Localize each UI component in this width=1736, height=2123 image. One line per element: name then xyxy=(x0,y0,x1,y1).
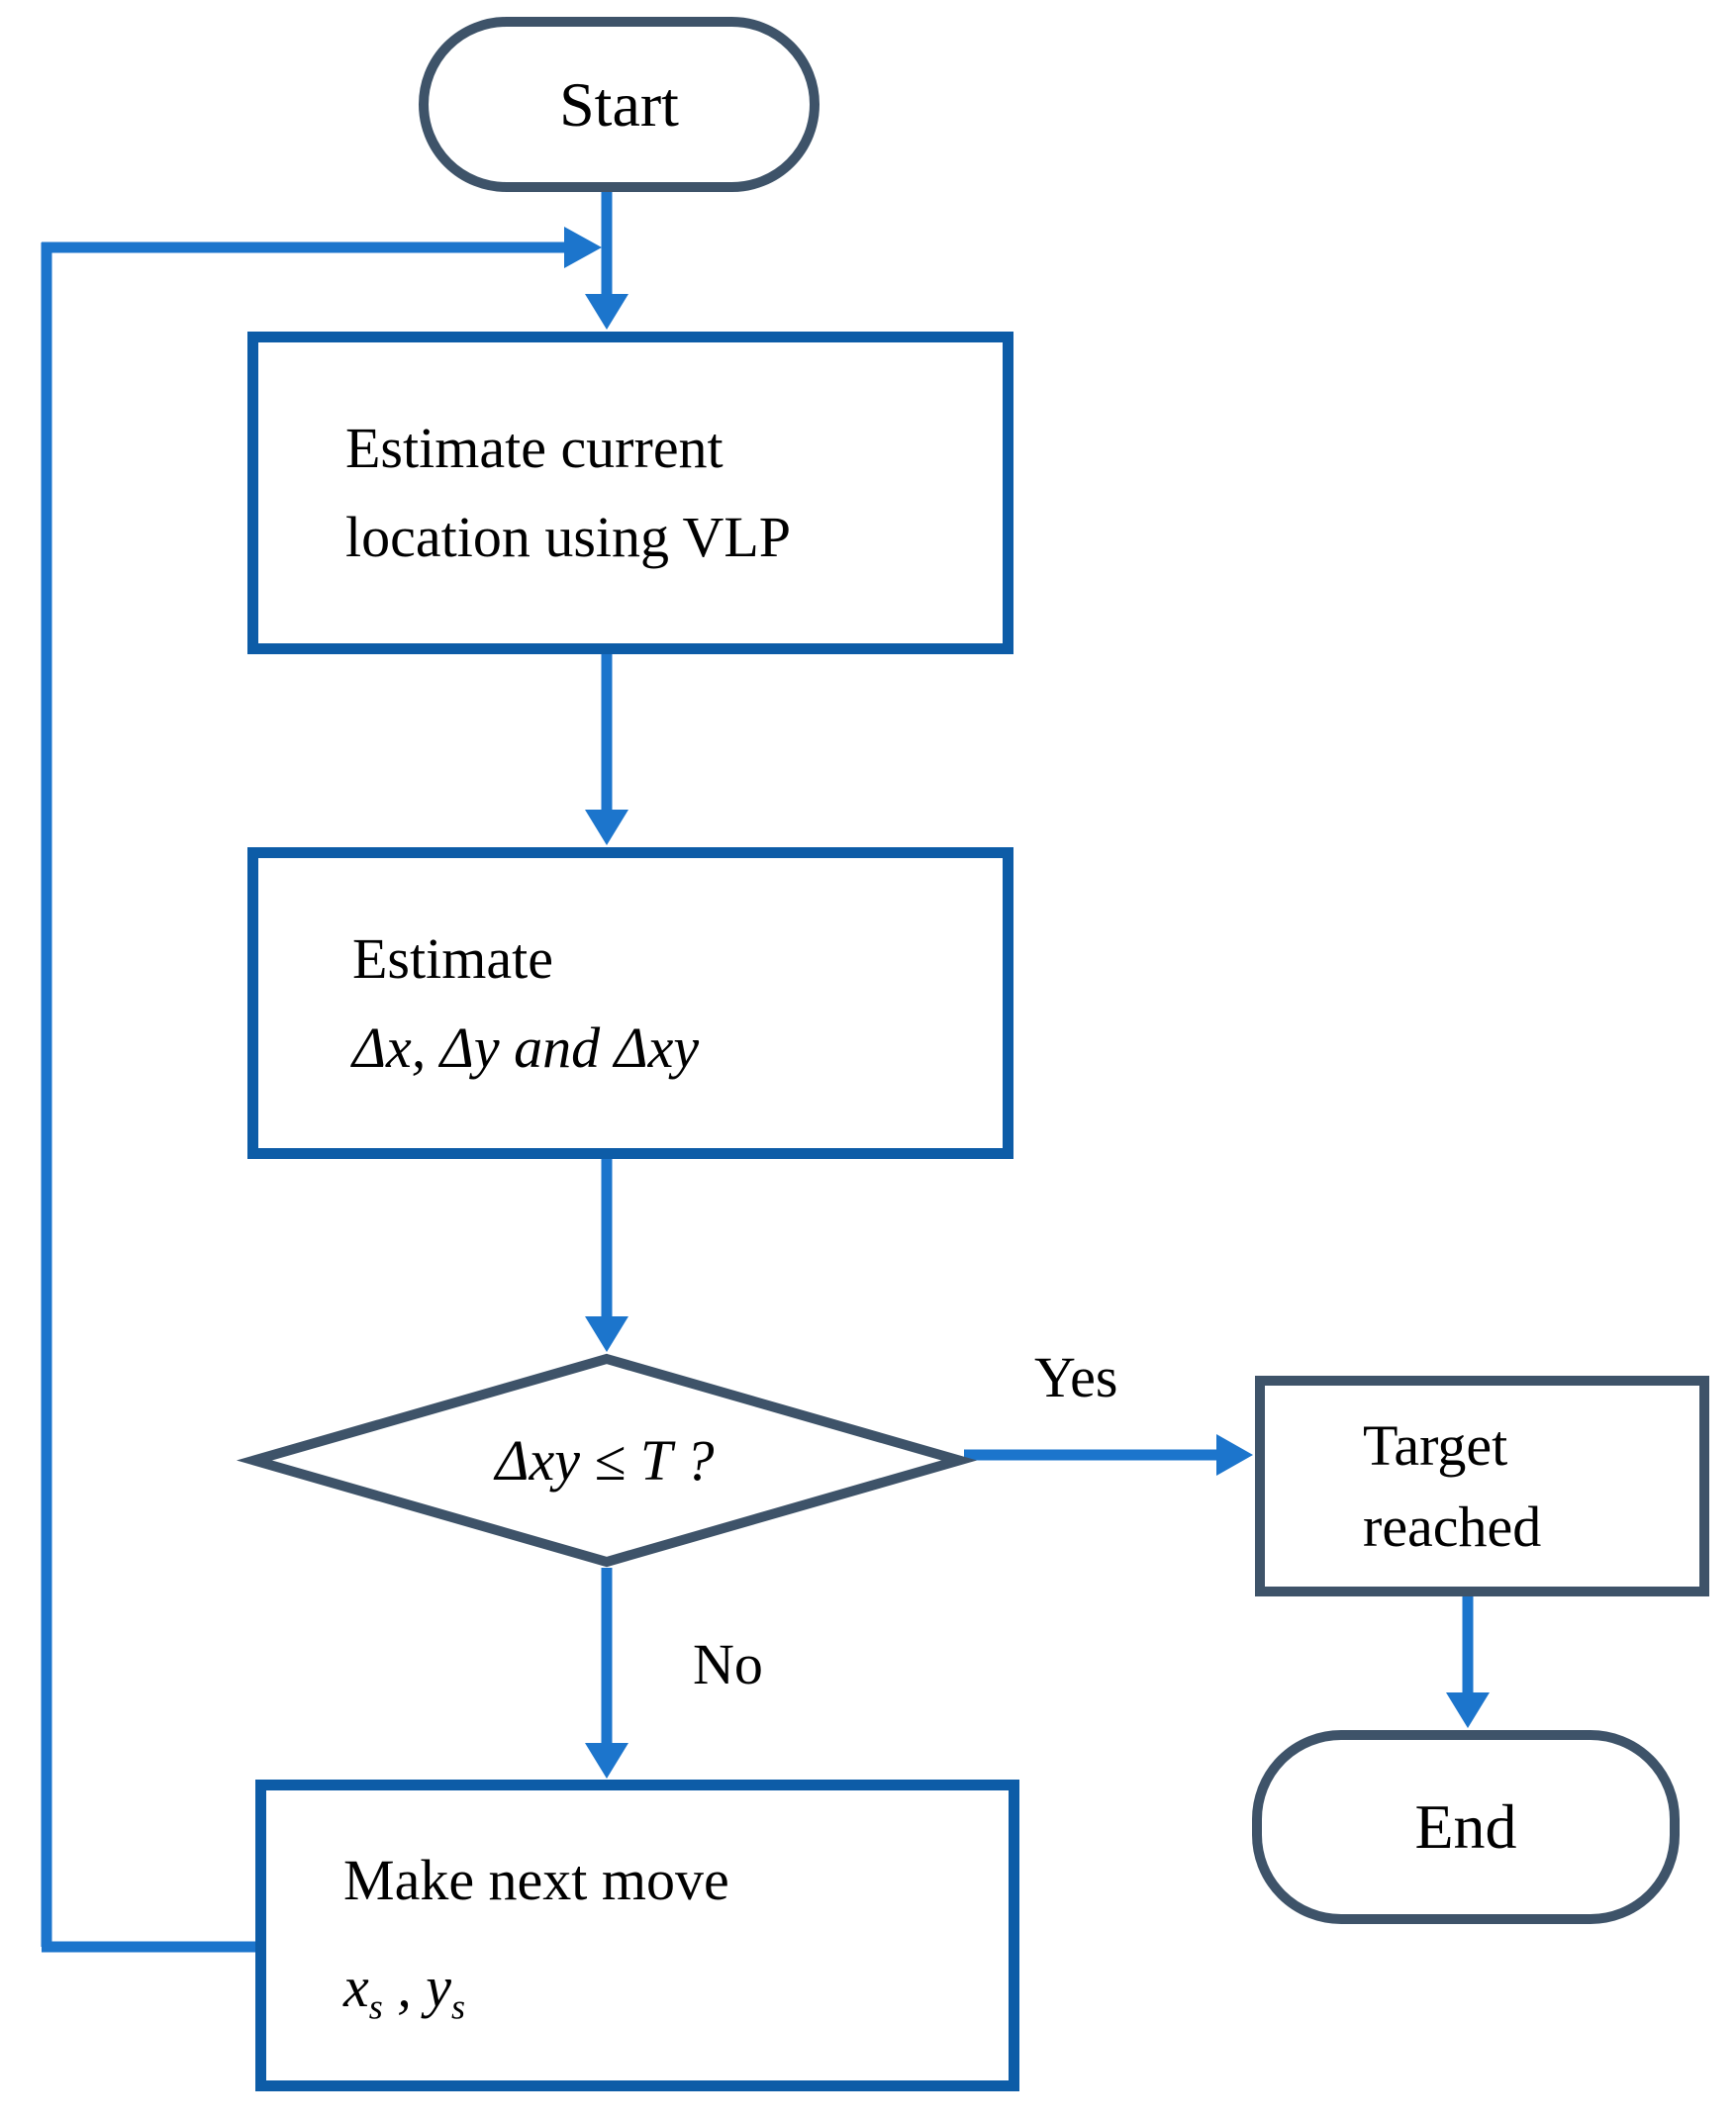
down-arrowhead xyxy=(585,810,628,845)
estimate-deltas-line1: Estimate xyxy=(352,925,553,991)
edge-target-to-end xyxy=(1446,1596,1490,1728)
target-reached-line2: reached xyxy=(1363,1494,1542,1559)
decision-label: Δxy ≤ T ? xyxy=(495,1428,715,1493)
make-move-node: Make next move xs , ys xyxy=(255,1780,1019,2091)
down-arrowhead xyxy=(585,1316,628,1352)
end-label: End xyxy=(1414,1791,1517,1862)
x-var: x xyxy=(343,1954,369,2019)
yes-label: Yes xyxy=(1034,1345,1118,1409)
estimate-deltas-node: Estimate Δx, Δy and Δxy xyxy=(247,847,1013,1159)
start-node: Start xyxy=(419,17,820,192)
target-reached-node: Target reached xyxy=(1255,1376,1709,1596)
edge-loop-back xyxy=(41,227,602,1953)
make-move-line1: Make next move xyxy=(343,1847,729,1912)
right-arrowhead xyxy=(1216,1434,1253,1476)
y-var: y xyxy=(426,1954,451,2019)
make-move-line2: xs , ys xyxy=(343,1943,1009,2035)
edge-decision-no xyxy=(585,1568,628,1779)
target-reached-line1: Target xyxy=(1363,1413,1508,1479)
estimate-location-line2: location using VLP xyxy=(345,505,792,569)
x-subscript: s xyxy=(368,1986,383,2027)
down-arrowhead xyxy=(1446,1692,1490,1728)
loop-arrowhead xyxy=(564,227,602,268)
edge-estimate-to-deltas xyxy=(585,654,628,845)
edge-deltas-to-decision xyxy=(585,1159,628,1352)
estimate-location-node: Estimate current location using VLP xyxy=(247,332,1013,654)
down-arrowhead xyxy=(585,1743,628,1779)
y-subscript: s xyxy=(451,1986,465,2027)
edge-decision-yes xyxy=(964,1434,1253,1476)
edge-start-to-estimate xyxy=(585,190,628,330)
estimate-deltas-line2: Δx, Δy and Δxy xyxy=(352,1014,700,1080)
end-node: End xyxy=(1252,1730,1680,1924)
separator: , xyxy=(382,1954,427,2019)
decision-label-wrap: Δxy ≤ T ? xyxy=(245,1354,964,1567)
no-label: No xyxy=(693,1632,763,1696)
decision-diamond xyxy=(236,1353,978,1568)
down-arrowhead xyxy=(585,294,628,330)
estimate-location-line1: Estimate current xyxy=(345,416,723,481)
start-label: Start xyxy=(559,68,679,140)
